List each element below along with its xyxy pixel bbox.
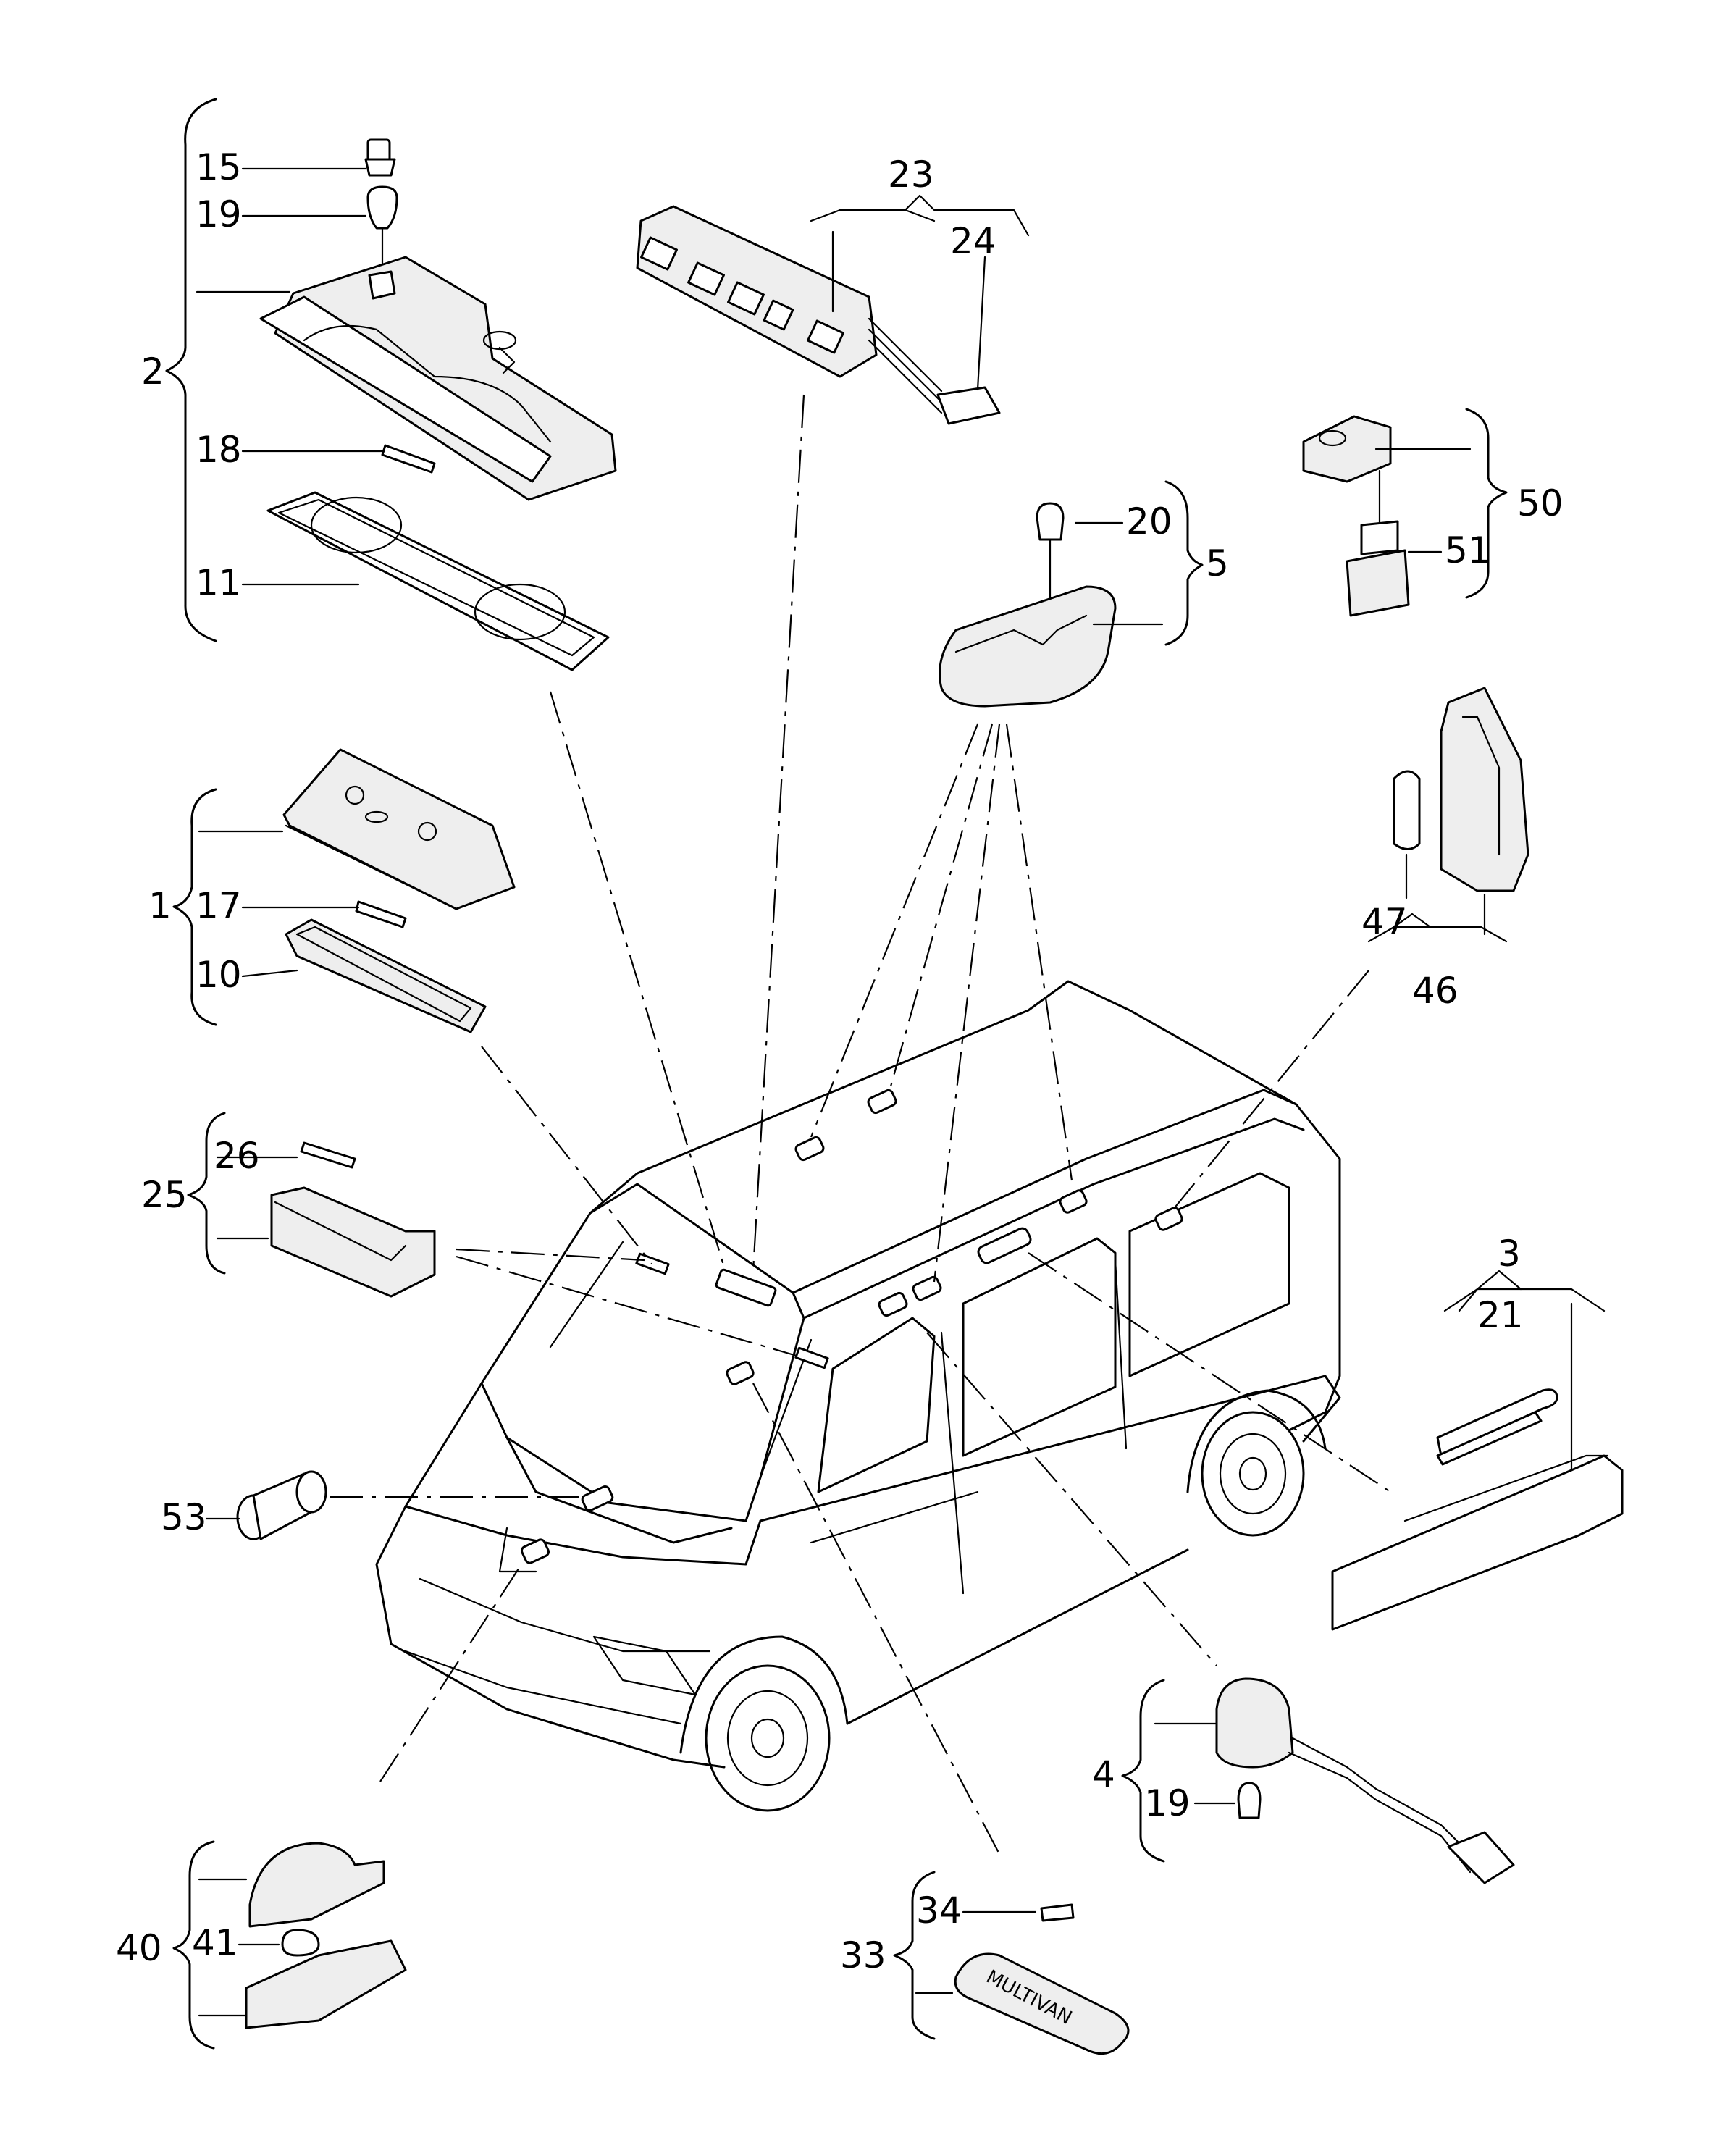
callout-25: 25 <box>141 1174 188 1216</box>
badge-lamp <box>954 1952 1130 2055</box>
callout-34: 34 <box>916 1889 962 1931</box>
callout-24: 24 <box>950 220 996 262</box>
locator-marker <box>1059 1189 1088 1214</box>
callout-53: 53 <box>161 1496 207 1538</box>
callout-26: 26 <box>214 1135 260 1177</box>
lens-icon <box>285 918 487 1033</box>
callout-1: 1 <box>148 885 172 927</box>
locator-marker <box>794 1136 825 1162</box>
callout-17: 17 <box>196 885 242 927</box>
festoon-bulb-icon <box>300 1141 356 1169</box>
callout-5: 5 <box>1206 542 1229 584</box>
locator-marker <box>878 1291 908 1317</box>
locator-marker <box>1154 1207 1183 1231</box>
callout-11: 11 <box>196 562 242 604</box>
tube-lamp <box>1436 1388 1558 1457</box>
callout-40: 40 <box>116 1927 162 1969</box>
part-46-assembly <box>1367 687 1529 943</box>
festoon-bulb-icon <box>1393 770 1421 850</box>
part-23-switch <box>636 194 1030 425</box>
bulb-icon <box>281 1929 320 1957</box>
part-4-assembly <box>1121 1677 1515 1884</box>
callout-23: 23 <box>888 154 934 196</box>
locator-marker <box>912 1275 942 1301</box>
callout-20: 20 <box>1126 500 1172 542</box>
switch-button <box>687 261 725 296</box>
bulb-icon <box>1036 502 1065 541</box>
bulb-icon <box>1237 1782 1262 1819</box>
part-5-assembly <box>939 480 1204 708</box>
lens-icon <box>266 491 610 671</box>
cover-strip <box>1331 1454 1624 1631</box>
locator-marker <box>520 1538 550 1564</box>
roof-light-positions <box>520 1089 1183 1564</box>
part-1-assembly <box>172 748 516 1033</box>
connector-icon <box>936 386 1001 425</box>
callout-4: 4 <box>1092 1753 1115 1795</box>
part-25-assembly <box>187 1112 436 1298</box>
callout-46: 46 <box>1412 970 1459 1012</box>
part-2-assembly <box>165 98 617 671</box>
callout-50: 50 <box>1517 482 1564 524</box>
festoon-bulb-icon <box>381 444 436 474</box>
callout-47: 47 <box>1361 901 1408 943</box>
switch-button <box>763 299 794 331</box>
callout-18: 18 <box>196 429 242 471</box>
callout-19: 19 <box>196 193 242 235</box>
callout-2: 2 <box>141 351 164 393</box>
locator-marker <box>726 1361 755 1385</box>
callout-19: 19 <box>1144 1782 1191 1824</box>
bulb-icon <box>1040 1903 1075 1922</box>
lamp-strip-housing <box>1440 687 1529 892</box>
connector-icon <box>1447 1831 1515 1884</box>
festoon-bulb-icon <box>355 900 407 928</box>
callout-41: 41 <box>192 1922 238 1964</box>
leader-lines <box>330 394 1391 1855</box>
locator-marker <box>715 1268 777 1307</box>
callout-21: 21 <box>1477 1294 1524 1336</box>
part-40-assembly <box>172 1840 407 2050</box>
locator-marker <box>581 1485 614 1511</box>
locator-marker <box>794 1346 829 1369</box>
switch-button <box>807 319 844 354</box>
callout-15: 15 <box>196 146 242 188</box>
lamp-housing <box>245 1939 407 2029</box>
part-53 <box>205 1470 327 1540</box>
locator-marker <box>635 1252 670 1275</box>
lamp-housing <box>270 1186 436 1298</box>
part-3-assembly <box>1331 1270 1624 1631</box>
callout-3: 3 <box>1498 1233 1521 1275</box>
callout-33: 33 <box>840 1934 886 1976</box>
connector-icon <box>1346 549 1410 617</box>
callout-10: 10 <box>196 954 242 996</box>
callout-51: 51 <box>1445 529 1491 571</box>
locator-marker <box>977 1227 1032 1264</box>
bulb-icon <box>366 185 398 230</box>
switch-button <box>640 236 678 271</box>
switch-button <box>727 281 765 316</box>
lamp-cover <box>248 1842 385 1928</box>
door-lamp <box>939 585 1117 708</box>
locator-marker <box>867 1089 897 1115</box>
lamp-dome <box>1215 1677 1294 1769</box>
lamp-housing <box>282 748 516 910</box>
van-body <box>375 980 1341 1812</box>
callout-labels: 15 19 2 18 11 1 17 10 26 25 53 40 41 33 … <box>116 146 1564 1976</box>
part-50-assembly <box>1302 408 1508 617</box>
